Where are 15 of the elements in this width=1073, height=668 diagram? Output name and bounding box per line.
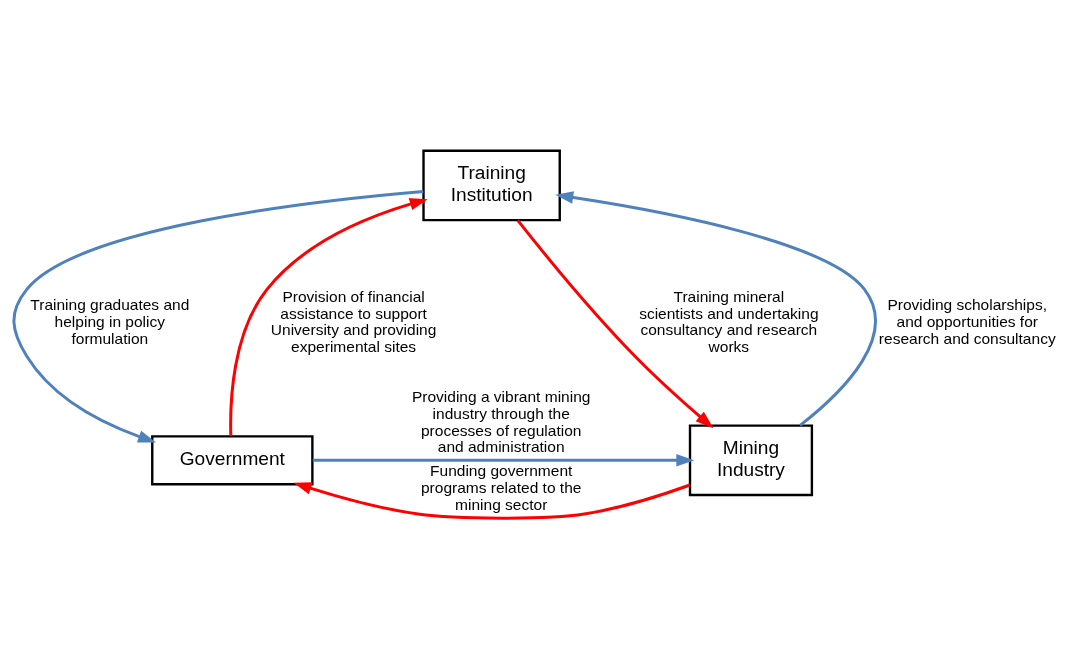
node-box: Training Institution [422,149,561,221]
arrow [293,481,691,520]
arrow [12,189,424,443]
arrow [555,190,877,427]
arrow [312,453,695,467]
edge-label: Training graduates and helping in policy formulation [30,295,190,347]
node-box: Government [151,434,314,485]
edge-label: Funding government programs related to the mining sector [420,461,582,513]
edge-label: Training mineral scientists and undertaking consultancy and research works [639,287,819,355]
arrow [516,218,714,428]
edge-label: Providing a vibrant mining industry through the processes of regulation and administration [411,387,591,455]
edge-label: Provision of financial assistance to support University and providing experimental sites [270,287,437,355]
arrow [229,197,428,436]
edge-label: Providing scholarships, and opportunities for research and consultancy [878,295,1056,347]
node-box: Mining Industry [688,423,814,496]
